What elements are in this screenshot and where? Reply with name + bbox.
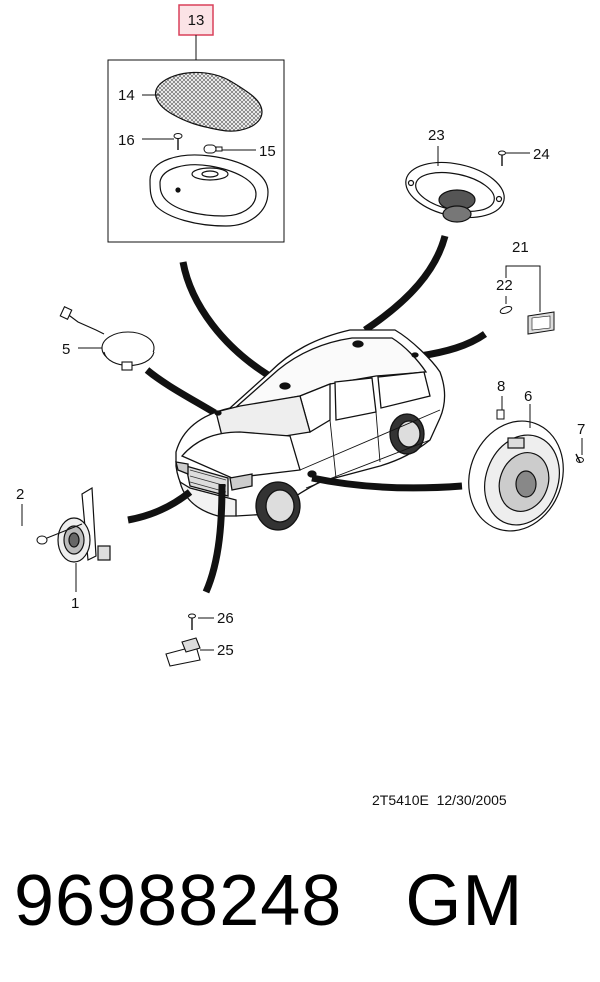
rear-speaker: [405, 161, 505, 223]
callout-14: 14: [118, 87, 135, 104]
callout-21: 21: [512, 239, 529, 256]
callout-22: 22: [496, 277, 513, 294]
sensor-unit: [59, 306, 155, 371]
callout-13: 13: [188, 12, 205, 29]
dome-lamp-lens: [155, 71, 263, 132]
diagram-reference: 2T5410E 12/30/2005: [372, 792, 507, 808]
front-speaker-clip: [496, 409, 505, 420]
callout-1: 1: [71, 595, 79, 612]
front-speaker-screw: [575, 453, 584, 463]
bracket: [165, 637, 201, 667]
part-number-caption: 96988248 GM: [14, 860, 523, 942]
callout-25: 25: [217, 642, 234, 659]
callout-23: 23: [428, 127, 445, 144]
rear-speaker-screw: [498, 150, 506, 166]
part-number: 96988248: [14, 861, 343, 941]
dome-lamp-bulb: [203, 144, 223, 154]
callout-26: 26: [217, 610, 234, 627]
sedan-car: [175, 329, 446, 531]
dome-lamp-housing: [149, 154, 269, 227]
callout-16: 16: [118, 132, 135, 149]
callout-7: 7: [577, 421, 585, 438]
callout-6: 6: [524, 388, 532, 405]
callout-2: 2: [16, 486, 24, 503]
dome-lamp-screw: [173, 133, 183, 150]
front-speaker: [468, 420, 564, 532]
callout-24: 24: [533, 146, 550, 163]
part-brand: GM: [405, 861, 524, 941]
dome-lamp-group-frame: [107, 59, 285, 243]
diagram-code: 2T5410E: [372, 792, 429, 808]
diagram-date: 12/30/2005: [436, 792, 507, 808]
horn: [57, 486, 111, 563]
bracket-screw: [188, 613, 196, 630]
lamp-lens: [527, 311, 555, 335]
horn-bolt: [36, 523, 83, 545]
callout-8: 8: [497, 378, 505, 395]
lamp-bulb: [499, 306, 513, 314]
callout-5: 5: [62, 341, 70, 358]
callout-15: 15: [259, 143, 276, 160]
